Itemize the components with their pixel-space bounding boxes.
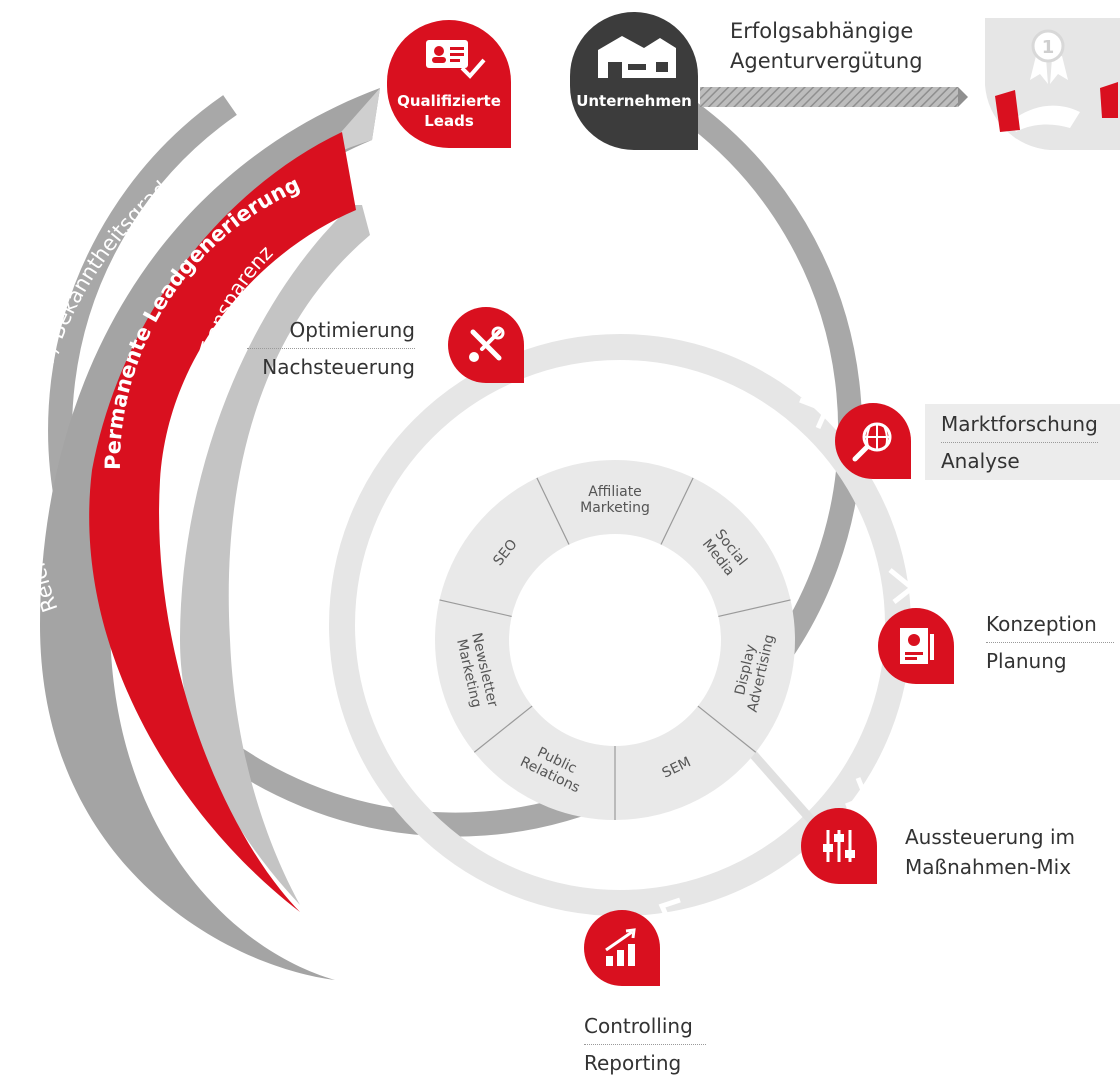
channel-divider	[439, 599, 512, 617]
step-label-optimierung: Optimierung Nachsteuerung	[247, 312, 415, 385]
channel-divider	[697, 705, 757, 753]
step-label-konzeption: Konzeption Planung	[986, 606, 1114, 679]
ring-arrow	[658, 897, 681, 926]
company-badge[interactable]: Unternehmen	[570, 12, 698, 150]
hatched-bar	[700, 87, 958, 107]
step-label-line1: Marktforschung	[941, 406, 1098, 443]
award-number: 1	[1042, 37, 1055, 58]
sem-connector	[741, 742, 824, 833]
compensation-text: Erfolgsabhängige Agenturvergütung	[730, 16, 923, 76]
hatched-bar-tip	[958, 87, 968, 107]
sliders-icon	[823, 830, 855, 862]
step-label-line2: Nachsteuerung	[262, 355, 415, 379]
leads-line1: Qualifizierte	[397, 92, 501, 110]
step-label-line1: Konzeption	[986, 606, 1114, 643]
compensation-line2: Agenturvergütung	[730, 49, 923, 73]
leads-line2: Leads	[424, 112, 474, 130]
channel-divider	[718, 599, 791, 617]
chart-growth-icon	[605, 928, 636, 966]
ring-arrow	[799, 397, 830, 430]
sleeve-left	[995, 90, 1020, 132]
step-label-line1: Aussteuerung im	[905, 825, 1075, 849]
tools-icon	[469, 326, 505, 362]
sleeve-right	[1100, 82, 1118, 118]
step-badge[interactable]	[801, 808, 877, 884]
step-badge[interactable]	[584, 910, 660, 986]
channel-label-word: Affiliate	[588, 484, 642, 500]
globe-search-icon	[852, 422, 892, 462]
award-badge: 1	[985, 18, 1120, 150]
building-icon	[598, 36, 676, 78]
channel-label-word: Marketing	[580, 500, 650, 516]
channel-divider	[536, 477, 570, 545]
step-label-line2: Maßnahmen-Mix	[905, 855, 1072, 879]
document-plan-icon	[900, 628, 934, 664]
step-badge-shape	[584, 910, 660, 986]
compensation-line1: Erfolgsabhängige	[730, 19, 914, 43]
step-badge[interactable]	[878, 608, 954, 684]
leads-badge[interactable]: Qualifizierte Leads	[387, 20, 511, 148]
step-badge[interactable]	[448, 307, 524, 383]
step-label-controlling: Controlling Reporting	[584, 1008, 706, 1081]
step-label-line2: Analyse	[941, 449, 1020, 473]
outer-grey-band	[40, 88, 380, 980]
inner-light-band	[180, 205, 370, 905]
red-leadgen-band	[89, 132, 356, 912]
step-label-aussteuerung: Aussteuerung im Maßnahmen-Mix	[905, 822, 1075, 882]
ring-arrow	[845, 777, 870, 809]
step-badge[interactable]	[835, 403, 911, 479]
step-label-line1: Controlling	[584, 1008, 706, 1045]
channel-divider	[660, 477, 694, 545]
ring-arrow	[888, 568, 917, 604]
outer-grey-ring	[48, 95, 863, 837]
step-badges	[448, 307, 954, 986]
step-label-line2: Planung	[986, 649, 1067, 673]
company-label: Unternehmen	[576, 92, 692, 110]
step-label-marktforschung: Marktforschung Analyse	[941, 406, 1098, 479]
step-label-line1: Optimierung	[247, 312, 415, 349]
channel-divider	[473, 705, 533, 753]
step-label-line2: Reporting	[584, 1051, 682, 1075]
step-badge-shape	[835, 403, 911, 479]
lead-card-icon	[426, 40, 486, 79]
